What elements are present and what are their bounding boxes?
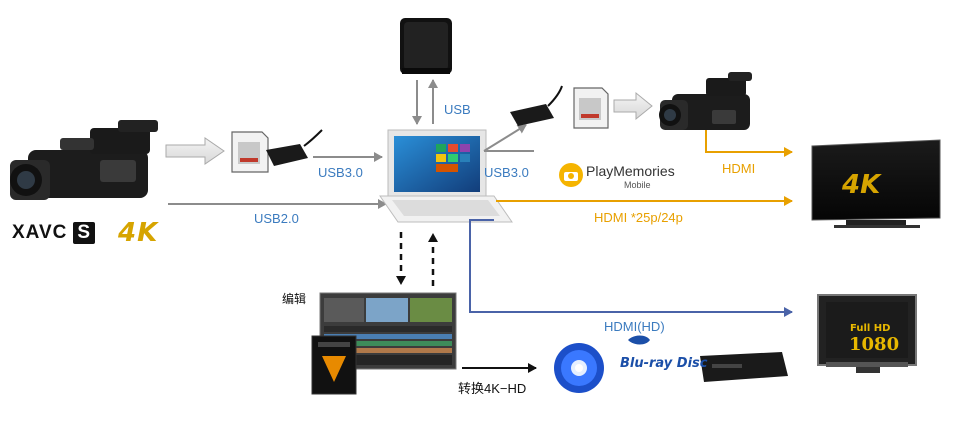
full-hd-logo: Full HD	[850, 323, 891, 334]
xavc-s-badge: S	[73, 222, 96, 244]
playmemories-icon	[559, 163, 583, 187]
sd-card-right-icon	[573, 87, 609, 129]
usb30-right-label: USB3.0	[484, 165, 529, 180]
laptop-icon	[379, 129, 513, 223]
convert-label: 转换4K−HD	[458, 381, 527, 396]
playmemories-subtitle: Mobile	[624, 180, 651, 190]
usb20-label: USB2.0	[254, 211, 299, 226]
hd-1080-logo: 1080	[849, 334, 900, 355]
xavc-s-logo: XAVC S	[12, 220, 96, 246]
card-reader-icon	[266, 129, 323, 166]
hdmi-hd-label: HDMI(HD)	[604, 319, 665, 334]
hdmi-hd-arrow	[469, 219, 793, 317]
card-reader-right-icon	[510, 85, 563, 126]
disc-icon	[554, 343, 604, 393]
usb30-left-label: USB3.0	[318, 165, 363, 180]
usb30-right-arrow	[483, 124, 527, 152]
hdmi-25p-label: HDMI *25p/24p	[594, 210, 683, 225]
editing-software-screenshot	[319, 292, 457, 370]
usb-label: USB	[444, 102, 471, 117]
software-box-icon	[311, 335, 357, 395]
tv-4k-logo: 4K	[842, 170, 881, 200]
hdmi-label: HDMI	[722, 161, 756, 176]
full-hd-tv-icon	[817, 294, 917, 373]
camcorder-4k-icon	[10, 120, 158, 200]
hollow-arrow-right-icon	[165, 137, 225, 165]
hdmi-orange-arrow	[705, 130, 793, 157]
bluray-logo-icon	[628, 335, 650, 345]
4k-logo: 4K	[118, 218, 159, 248]
hollow-arrow-right2-icon	[613, 91, 653, 121]
bluray-text-logo: Blu-ray Disc	[620, 356, 708, 371]
sd-card-icon	[231, 131, 269, 173]
camcorder-right-icon	[659, 72, 752, 130]
4k-tv-icon	[811, 139, 941, 228]
playmemories-title: PlayMemories	[586, 163, 675, 179]
edit-label: 编辑	[282, 292, 307, 306]
xavc-text: XAVC	[12, 222, 68, 243]
external-hard-drive-icon	[400, 18, 452, 74]
bluray-player-icon	[700, 352, 788, 382]
